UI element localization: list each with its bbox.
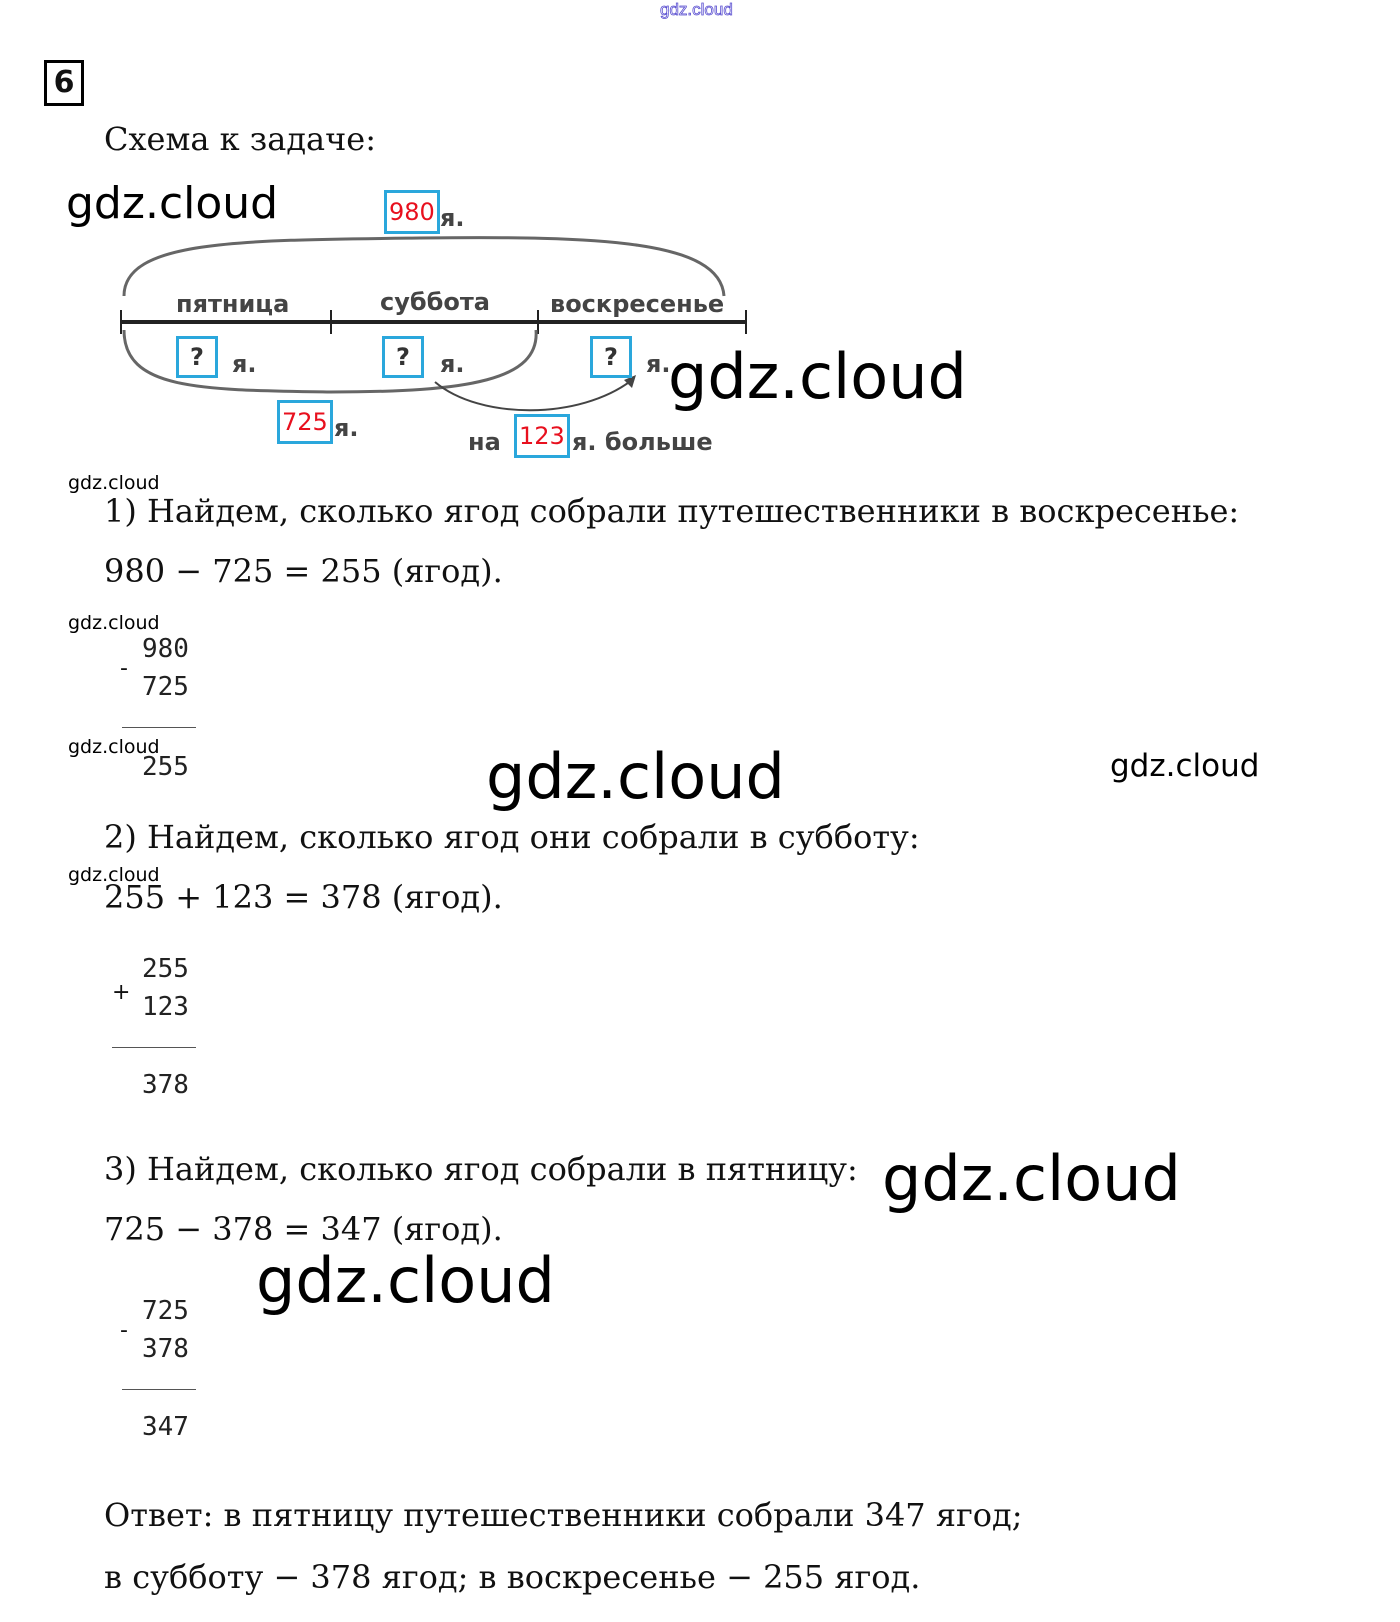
step-2-equation: 255 + 123 = 378 (ягод). <box>104 878 503 916</box>
column-operand-b: 725 <box>142 672 189 702</box>
unit-label: я. <box>440 204 465 232</box>
fri-sat-value: 725 <box>277 400 333 444</box>
watermark: gdz.cloud <box>68 864 160 886</box>
task-number: 6 <box>44 60 84 106</box>
watermark: gdz.cloud <box>256 1244 555 1317</box>
watermark: gdz.cloud <box>68 612 160 634</box>
scheme-diagram <box>120 236 747 412</box>
column-operator: - <box>120 656 128 681</box>
column-operand-a: 255 <box>142 954 189 984</box>
unknown-sunday: ? <box>590 336 632 378</box>
step-3-text: 3) Найдем, сколько ягод собрали в пятниц… <box>104 1150 858 1188</box>
column-result: 255 <box>142 752 189 782</box>
step-1-equation: 980 − 725 = 255 (ягод). <box>104 552 503 590</box>
step-2-text: 2) Найдем, сколько ягод они собрали в су… <box>104 818 920 856</box>
column-operand-a: 725 <box>142 1296 189 1326</box>
column-operand-b: 123 <box>142 992 189 1022</box>
watermark: gdz.cloud <box>1110 748 1260 784</box>
diff-value: 123 <box>514 414 570 458</box>
unit-label: я. <box>334 414 359 442</box>
column-rule <box>122 1389 196 1390</box>
difference-arrow <box>434 379 633 412</box>
column-operator: + <box>112 980 131 1005</box>
watermark: gdz.cloud <box>66 178 279 229</box>
watermark: gdz.cloud <box>68 472 160 494</box>
scheme-title: Схема к задаче: <box>104 120 376 158</box>
column-operand-b: 378 <box>142 1334 189 1364</box>
diff-prefix: на <box>468 428 501 456</box>
segment-sunday: воскресенье <box>550 290 725 318</box>
watermark-top: gdz.cloud <box>660 0 734 19</box>
fri-sat-brace <box>122 329 538 394</box>
total-value: 980 <box>384 190 440 234</box>
watermark: gdz.cloud <box>882 1142 1181 1215</box>
unknown-friday: ? <box>176 336 218 378</box>
column-result: 378 <box>142 1070 189 1100</box>
unit-label: я. <box>646 350 671 378</box>
column-rule <box>122 727 196 728</box>
total-brace <box>122 236 726 297</box>
segment-saturday: суббота <box>380 288 490 316</box>
watermark: gdz.cloud <box>486 740 785 813</box>
step-1-text: 1) Найдем, сколько ягод собрали путешест… <box>104 492 1240 530</box>
answer-line-2: в субботу − 378 ягод; в воскресенье − 25… <box>104 1558 921 1596</box>
column-operand-a: 980 <box>142 634 189 664</box>
segment-friday: пятница <box>176 290 290 318</box>
unknown-saturday: ? <box>382 336 424 378</box>
watermark: gdz.cloud <box>68 736 160 758</box>
unit-label: я. <box>232 350 257 378</box>
column-result: 347 <box>142 1412 189 1442</box>
column-operator: - <box>120 1318 128 1343</box>
unit-label: я. <box>440 350 465 378</box>
column-rule <box>112 1047 196 1048</box>
answer-line-1: Ответ: в пятницу путешественники собрали… <box>104 1496 1023 1534</box>
diff-suffix: я. больше <box>572 428 713 456</box>
watermark: gdz.cloud <box>668 340 967 413</box>
step-3-equation: 725 − 378 = 347 (ягод). <box>104 1210 503 1248</box>
